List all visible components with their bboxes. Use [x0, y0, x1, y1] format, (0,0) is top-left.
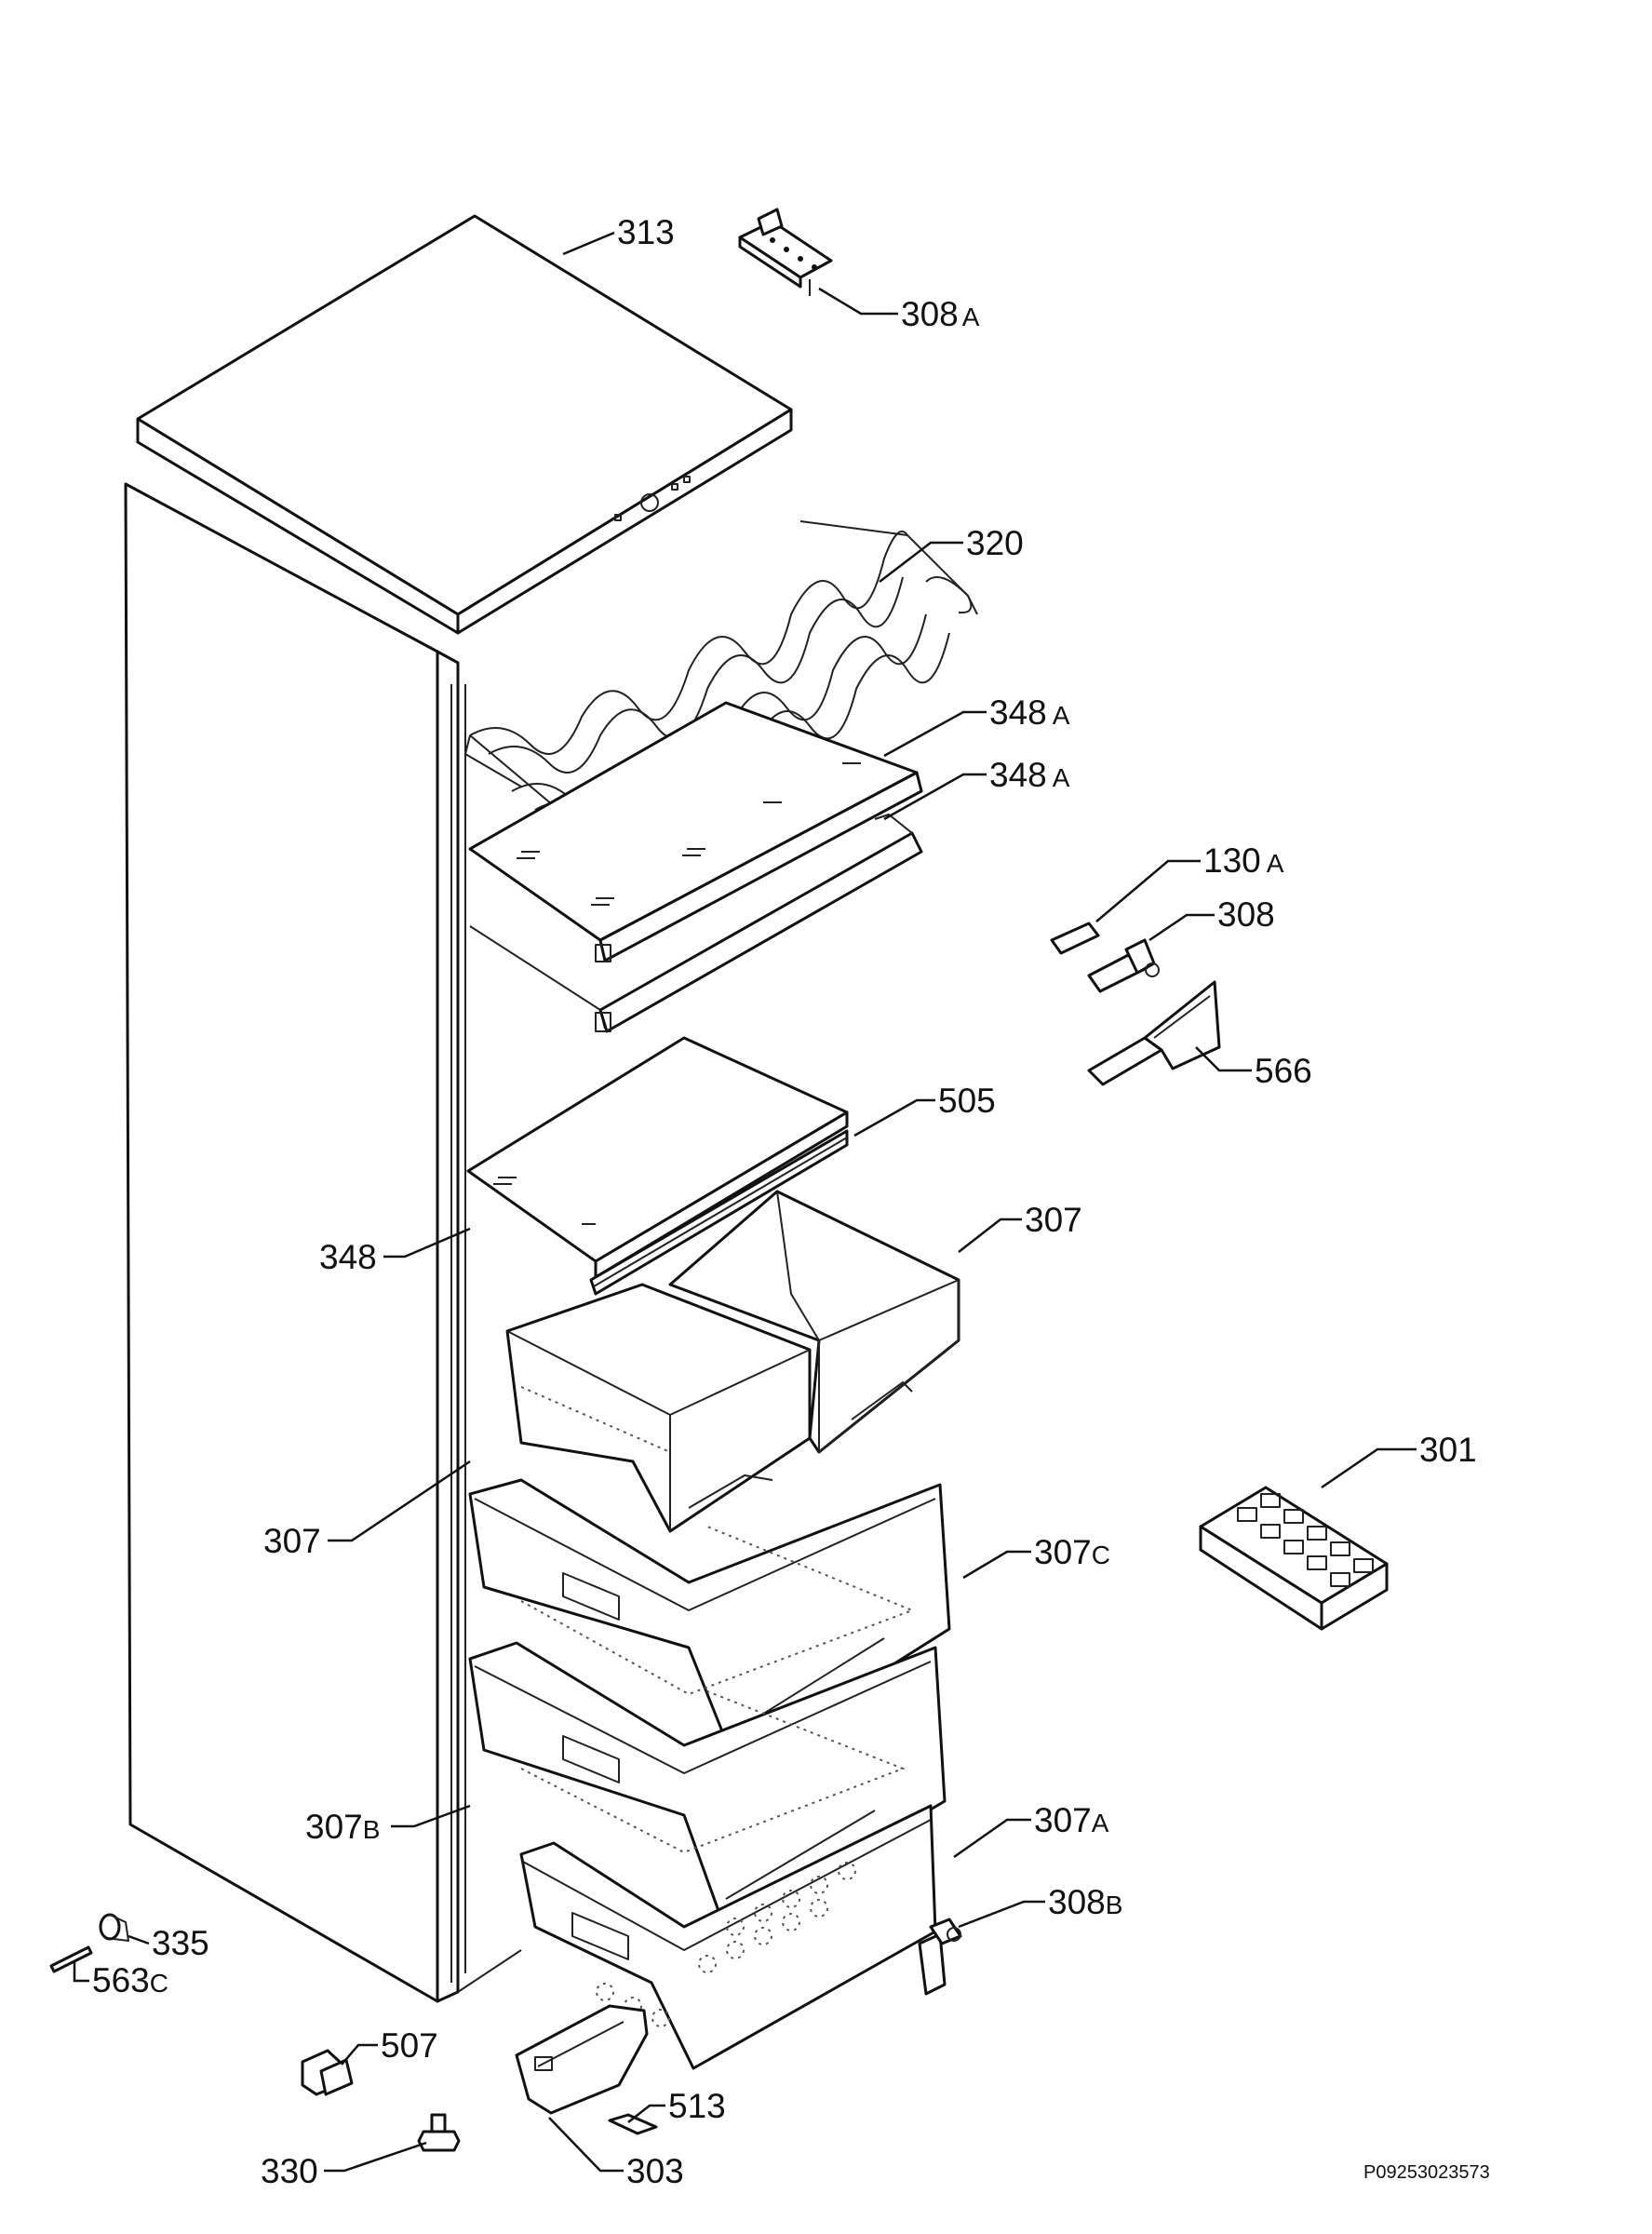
hinge-cover-part: [1050, 922, 1100, 955]
callout-301: 301: [1419, 1431, 1477, 1469]
ice-scoop-part: [1087, 980, 1221, 1086]
pin-part: [49, 1945, 93, 1973]
top-hinge-part: [738, 208, 833, 296]
callout-307b: 307B: [305, 1808, 380, 1846]
callout-335: 335: [152, 1924, 209, 1962]
plinth-part: [515, 2004, 649, 2115]
callout-513: 513: [668, 2087, 726, 2125]
shelf-trim-strip-part: [589, 1129, 849, 1296]
callout-313: 313: [617, 213, 675, 251]
callout-320: 320: [966, 524, 1024, 562]
adjustable-foot-part: [417, 2113, 461, 2152]
callout-303: 303: [626, 2152, 684, 2190]
callout-307a: 307A: [1034, 1801, 1109, 1839]
glass-shelf-lower-part: [469, 814, 923, 1033]
bottom-hinge-part: [918, 1918, 962, 1996]
spacer-roller-part: [99, 1913, 129, 1942]
callout-505: 505: [938, 1082, 996, 1120]
plinth-insert-part: [608, 2113, 658, 2135]
callout-307-right: 307: [1025, 1201, 1082, 1239]
top-cover-part: [136, 214, 793, 635]
callout-330: 330: [261, 2152, 318, 2190]
cabinet-body: [124, 482, 522, 2003]
callout-566: 566: [1255, 1052, 1312, 1090]
leader-lines: [73, 231, 1417, 2173]
glass-shelf-upper-part: [468, 701, 923, 962]
callout-307c: 307C: [1034, 1533, 1110, 1571]
crisper-right-part: [668, 1190, 960, 1454]
callout-307-left: 307: [263, 1522, 321, 1560]
callout-563c: 563C: [92, 1961, 168, 1999]
ice-tray-part: [1199, 1486, 1389, 1631]
callout-507: 507: [381, 2026, 438, 2065]
glass-shelf-middle-part: [466, 1036, 849, 1279]
crisper-left-part: [505, 1283, 812, 1533]
door-clip-part: [301, 2049, 354, 2096]
callout-308: 308: [1217, 895, 1275, 934]
callout-348: 348: [319, 1238, 377, 1276]
middle-hinge-part: [1087, 938, 1160, 993]
drawing-code: P09253023573: [1363, 2162, 1490, 2183]
callout-308b: 308B: [1048, 1883, 1122, 1921]
